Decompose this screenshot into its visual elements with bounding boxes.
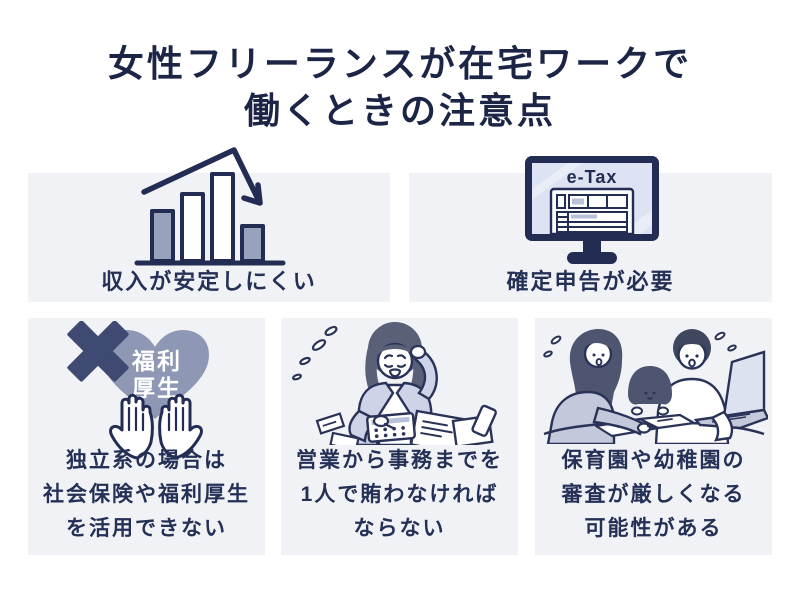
chart-arrowhead <box>241 182 263 206</box>
mother-pointing-arm <box>592 406 646 436</box>
form-field-fill <box>572 198 584 205</box>
father-arm <box>709 410 734 442</box>
child-hand <box>631 406 643 416</box>
card-nursery-screening-caption: 保育園や幼稚園の 審査が厳しくなる 可能性がある <box>535 444 772 546</box>
caption-line: 社会保険や福利厚生 <box>43 483 250 506</box>
caption-line: 可能性がある <box>584 517 723 540</box>
father-figure <box>654 329 730 444</box>
etax-label: e-Tax <box>567 167 618 187</box>
declining-bar-chart-icon <box>130 146 290 267</box>
heart-shape <box>101 330 209 419</box>
laptop <box>693 350 768 430</box>
tax-form-grid <box>556 194 628 233</box>
caption-line: 1人で賄わなければ <box>300 483 499 506</box>
heart-label-line-2: 厚生 <box>132 375 182 401</box>
arm-on-head <box>413 349 438 401</box>
caption-line: ならない <box>353 517 446 540</box>
heart-label-line-1: 福利 <box>131 348 182 374</box>
chart-bars <box>150 172 265 263</box>
caption-line: を活用できない <box>66 517 227 540</box>
card-no-welfare-caption: 独立系の場合は 社会保険や福利厚生 を活用できない <box>28 444 265 546</box>
card-unstable-income-caption: 収入が安定しにくい <box>101 269 317 294</box>
family-application-laptop-icon <box>540 322 768 444</box>
child-figure <box>628 366 672 405</box>
sweat-drops <box>292 325 338 381</box>
chart-trend-arrow <box>141 147 262 204</box>
caption-line: 独立系の場合は <box>66 449 227 472</box>
child-hand <box>657 406 669 416</box>
page-title: 女性フリーランスが在宅ワークで 働くときの注意点 <box>0 40 800 134</box>
caption-line: 保育園や幼稚園の <box>561 449 746 472</box>
sweat-drops <box>543 331 737 358</box>
card-no-welfare: 福利 厚生 独立系の場合は 社会保険や福利厚生 を活用できない <box>28 318 265 555</box>
title-line-2: 働くときの注意点 <box>243 90 556 131</box>
card-tax-filing: 確定申告が必要 <box>409 173 772 302</box>
receipt-slip <box>315 412 346 435</box>
caption-line: 営業から事務までを <box>296 449 503 472</box>
receipt-slip <box>329 431 360 445</box>
card-tax-filing-caption: 確定申告が必要 <box>506 269 675 294</box>
mother-figure <box>546 329 623 444</box>
card-nursery-screening: 保育園や幼稚園の 審査が厳しくなる 可能性がある <box>535 318 772 555</box>
card-solo-workload-caption: 営業から事務までを 1人で賄わなければ ならない <box>281 444 518 546</box>
title-line-1: 女性フリーランスが在宅ワークで <box>107 43 693 84</box>
no-welfare-heart-hands-icon: 福利 厚生 <box>50 321 240 463</box>
x-mark-icon <box>67 321 129 382</box>
screen-glare <box>532 163 582 200</box>
etax-monitor-icon: e-Tax <box>524 155 660 266</box>
open-hands <box>109 393 203 460</box>
card-unstable-income: 収入が安定しにくい <box>28 173 390 302</box>
form-field-fill <box>571 214 597 219</box>
smartphone <box>471 404 497 437</box>
monitor-stand-base <box>567 252 617 264</box>
card-solo-workload: 営業から事務までを 1人で賄わなければ ならない <box>281 318 518 555</box>
overworked-freelancer-icon <box>289 321 501 445</box>
monitor-stand-neck <box>583 241 601 253</box>
caption-line: 審査が厳しくなる <box>561 483 746 506</box>
